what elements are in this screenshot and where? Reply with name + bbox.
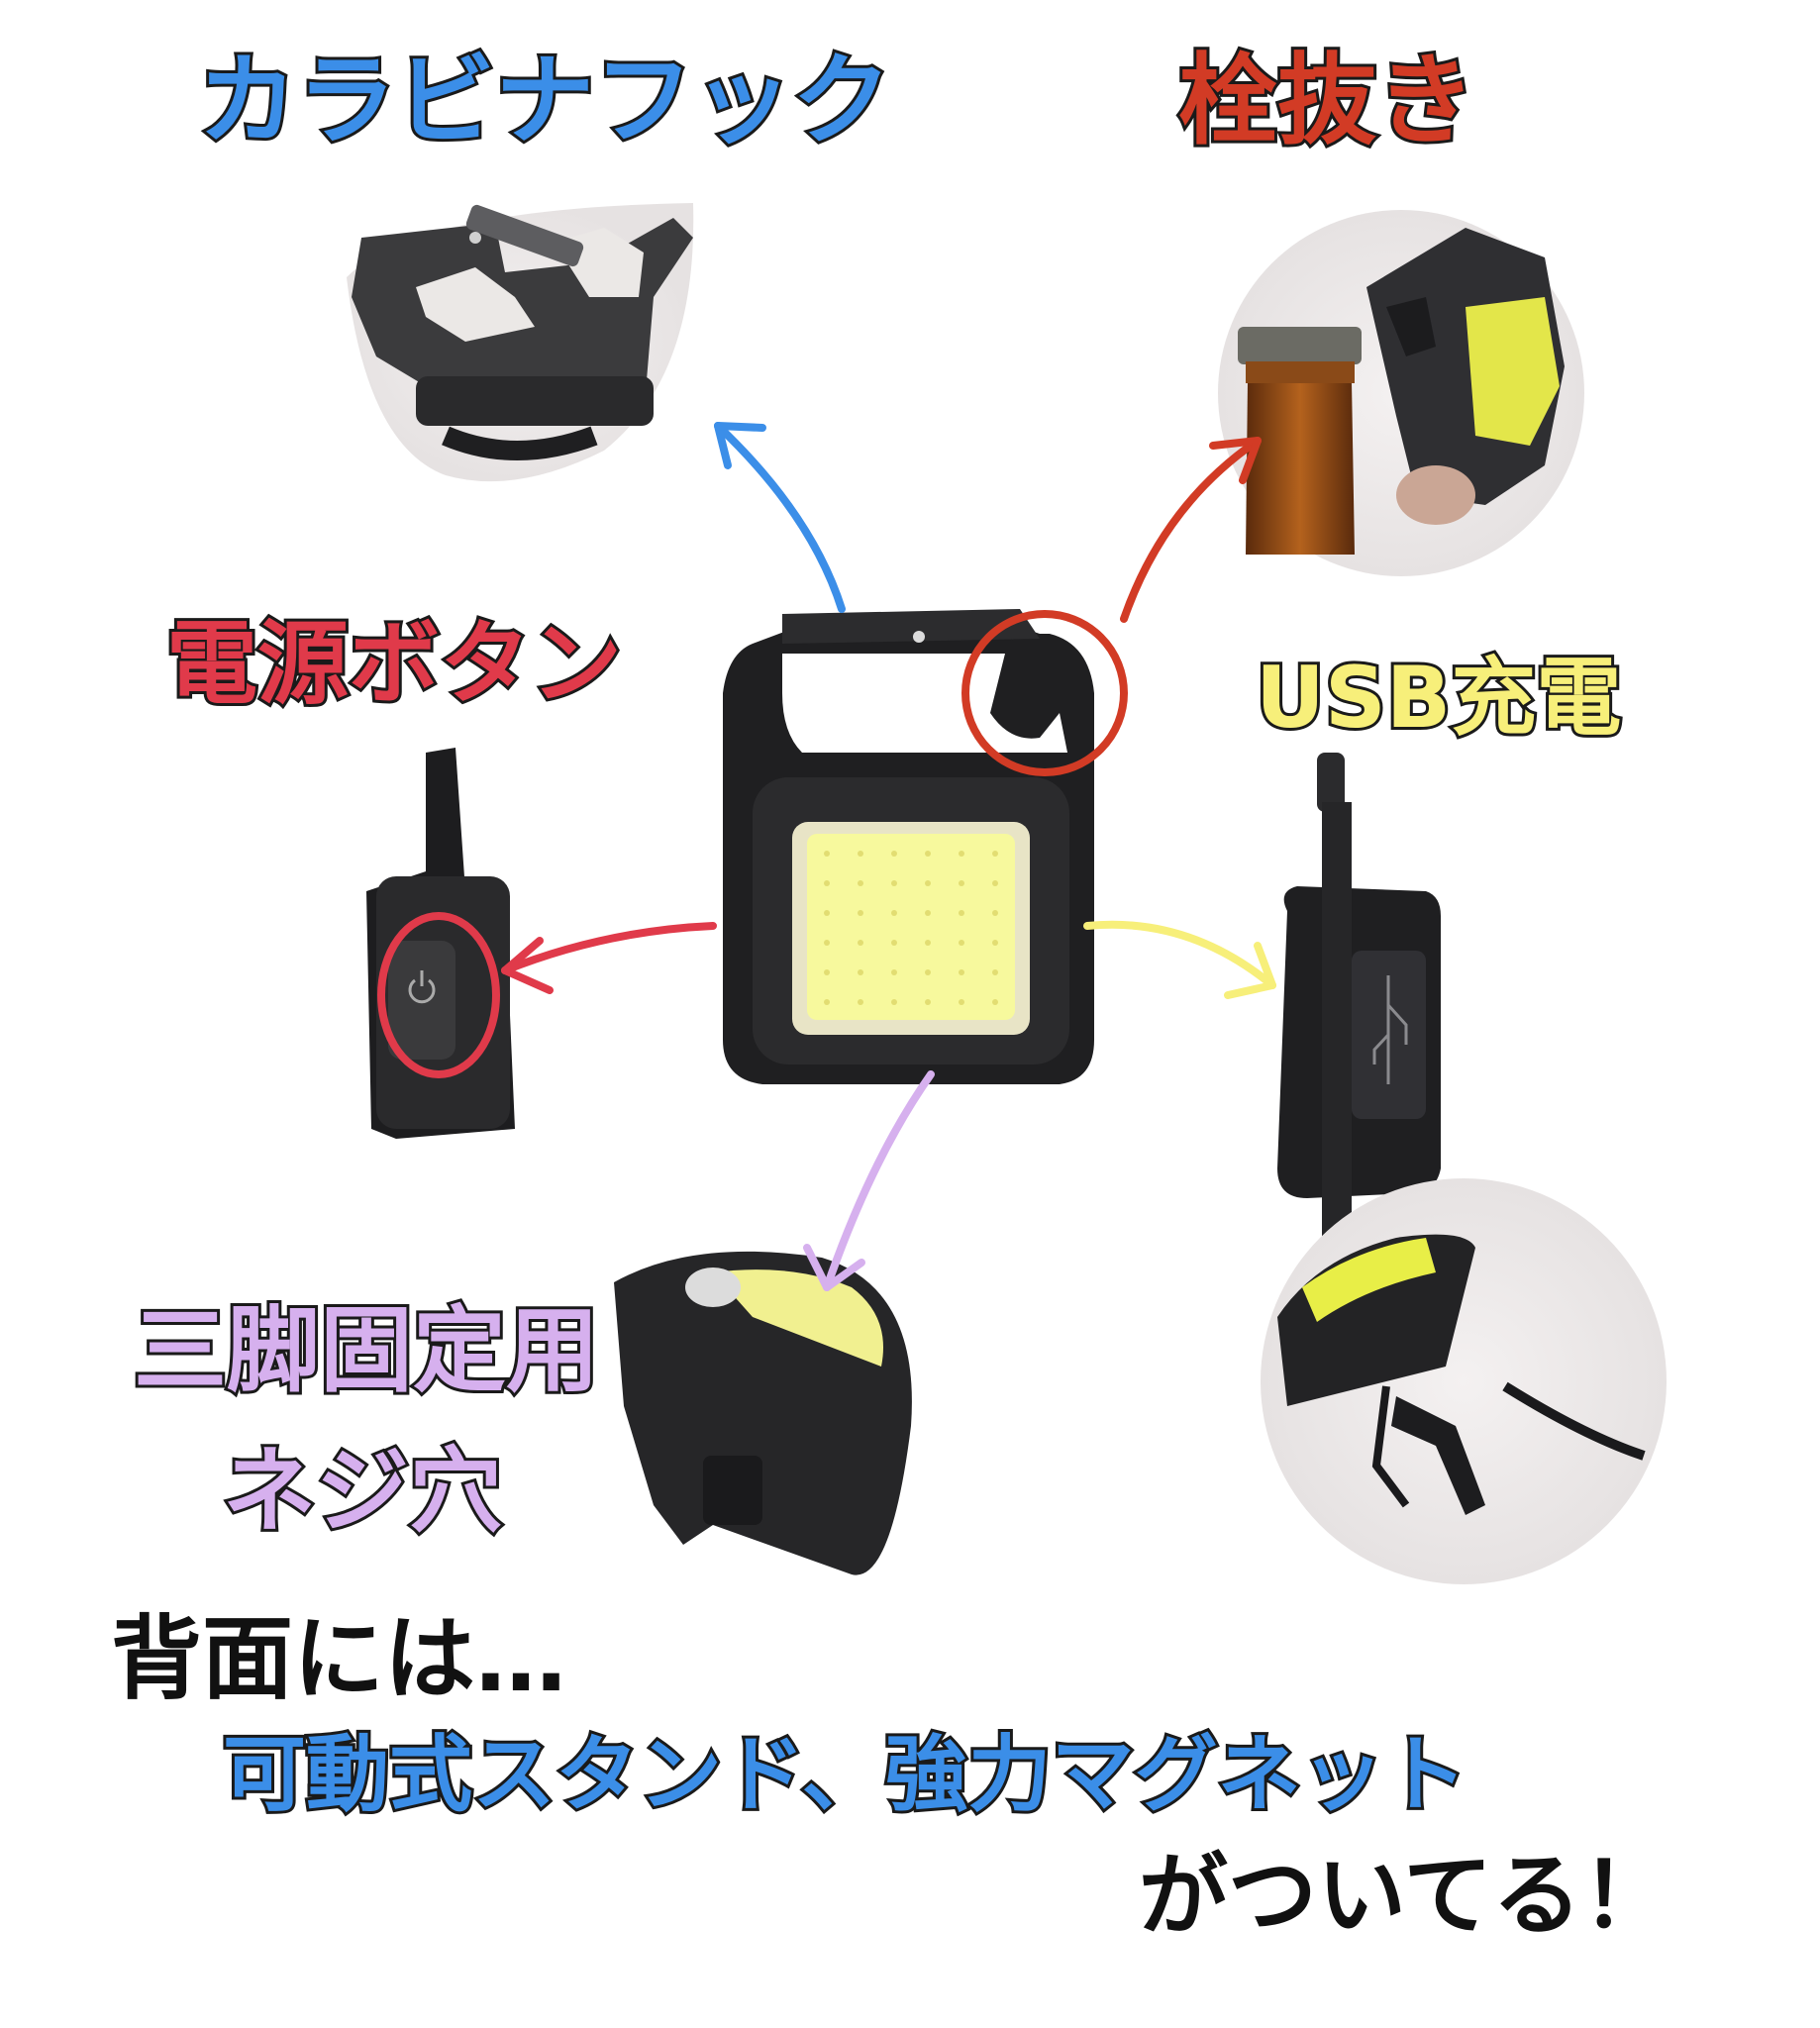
led-dot bbox=[992, 910, 998, 916]
led-dot bbox=[824, 851, 830, 857]
led-dot bbox=[992, 940, 998, 946]
carabiner-arrow bbox=[714, 422, 846, 613]
led-dot bbox=[858, 880, 863, 886]
charging-photo bbox=[1261, 1178, 1667, 1584]
led-dot bbox=[959, 999, 964, 1005]
led-dot bbox=[992, 880, 998, 886]
led-dot bbox=[891, 910, 897, 916]
led-dot bbox=[959, 940, 964, 946]
led-dot bbox=[858, 910, 863, 916]
led-dot bbox=[992, 969, 998, 975]
led-dot bbox=[925, 999, 931, 1005]
led-dot bbox=[891, 851, 897, 857]
usb-arrow bbox=[1083, 920, 1276, 999]
led-dot bbox=[925, 880, 931, 886]
center-device-dots bbox=[824, 851, 998, 1005]
main-device bbox=[723, 609, 1094, 1084]
led-dot bbox=[959, 910, 964, 916]
led-dot bbox=[824, 969, 830, 975]
led-dot bbox=[959, 969, 964, 975]
tripod-arrow bbox=[803, 1070, 935, 1291]
opener-label: 栓抜き bbox=[1175, 43, 1478, 158]
led-dot bbox=[891, 999, 897, 1005]
back-outro-text: がついてる！ bbox=[1139, 1844, 1671, 1948]
usb-label: USB充電 bbox=[1253, 649, 1624, 748]
led-dot bbox=[824, 910, 830, 916]
tripod-label-line2: ネジ穴 bbox=[220, 1438, 505, 1546]
led-dot bbox=[858, 969, 863, 975]
tripod-photo bbox=[614, 1251, 912, 1575]
opener-photo bbox=[1218, 210, 1584, 576]
power-label: 電源ボタン bbox=[163, 611, 625, 717]
carabiner-photo bbox=[347, 203, 694, 482]
carabiner-label: カラビナフック bbox=[195, 43, 894, 158]
back-intro-text: 背面には… bbox=[111, 1606, 567, 1712]
led-dot bbox=[824, 999, 830, 1005]
back-features-text: 可動式スタンド、強力マグネット bbox=[220, 1726, 1470, 1823]
tripod-label-line1: 三脚固定用 bbox=[131, 1297, 602, 1405]
power-icon bbox=[408, 970, 436, 1004]
led-dot bbox=[824, 880, 830, 886]
led-dot bbox=[858, 940, 863, 946]
power-photo bbox=[366, 748, 515, 1139]
led-dot bbox=[858, 999, 863, 1005]
led-dot bbox=[824, 940, 830, 946]
led-dot bbox=[925, 969, 931, 975]
power-arrow bbox=[377, 912, 717, 1078]
opener-arrow bbox=[961, 437, 1262, 776]
led-dot bbox=[925, 910, 931, 916]
led-dot bbox=[925, 940, 931, 946]
led-dot bbox=[891, 969, 897, 975]
led-dot bbox=[959, 880, 964, 886]
led-dot bbox=[891, 940, 897, 946]
led-dot bbox=[992, 999, 998, 1005]
usb-icon bbox=[1372, 975, 1408, 1084]
led-dot bbox=[858, 851, 863, 857]
usb-photo bbox=[1277, 753, 1441, 1238]
led-dot bbox=[925, 851, 931, 857]
led-dot bbox=[891, 880, 897, 886]
led-dot bbox=[959, 851, 964, 857]
led-dot bbox=[992, 851, 998, 857]
